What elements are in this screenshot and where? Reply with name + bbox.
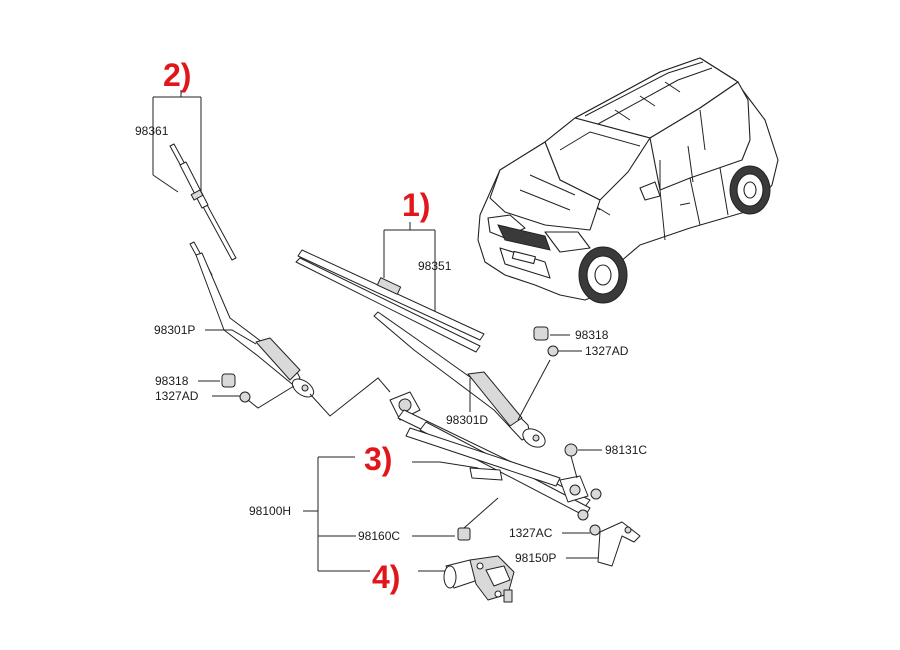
part-label-1327AD-right: 1327AD	[585, 344, 629, 358]
callout-3-label: 3)	[364, 441, 392, 477]
part-label-98318-left: 98318	[155, 374, 189, 388]
rear-wiper-blade	[169, 143, 237, 261]
mounting-bracket-98150P	[597, 521, 641, 567]
bracket-1	[383, 222, 436, 316]
part-label-1327AC: 1327AC	[509, 526, 553, 540]
cap-98318-right	[533, 326, 549, 341]
screw-98131C	[564, 443, 578, 457]
bracket-98100H	[303, 456, 370, 572]
part-label-98301P: 98301P	[154, 323, 195, 337]
part-label-98301D: 98301D	[446, 413, 488, 427]
callout-1-label: 1)	[402, 187, 430, 223]
part-label-98150P: 98150P	[515, 551, 556, 565]
part-label-98361: 98361	[135, 124, 169, 138]
cap-98318-left	[221, 373, 236, 388]
car-illustration	[477, 57, 779, 304]
left-wiper-arm	[195, 252, 315, 398]
part-label-1327AD-left: 1327AD	[155, 389, 199, 403]
bolt-1327AC	[589, 524, 601, 536]
part-label-98351: 98351	[418, 259, 452, 273]
front-wiper-blade	[295, 249, 485, 353]
callout-2-label: 2)	[163, 57, 191, 93]
nut-1327AD-right	[547, 345, 559, 357]
part-label-98160C: 98160C	[358, 529, 400, 543]
callout-4-label: 4)	[372, 559, 400, 595]
part-label-98100H: 98100H	[249, 504, 291, 518]
nut-1327AD-left	[239, 391, 251, 403]
grommet-98160C	[457, 527, 471, 541]
wiper-motor	[443, 555, 515, 603]
wiper-linkage	[389, 391, 602, 521]
part-label-98131C: 98131C	[605, 443, 647, 457]
bracket-2	[152, 90, 202, 195]
right-wiper-arm	[373, 311, 546, 448]
part-label-98318-right: 98318	[575, 328, 609, 342]
